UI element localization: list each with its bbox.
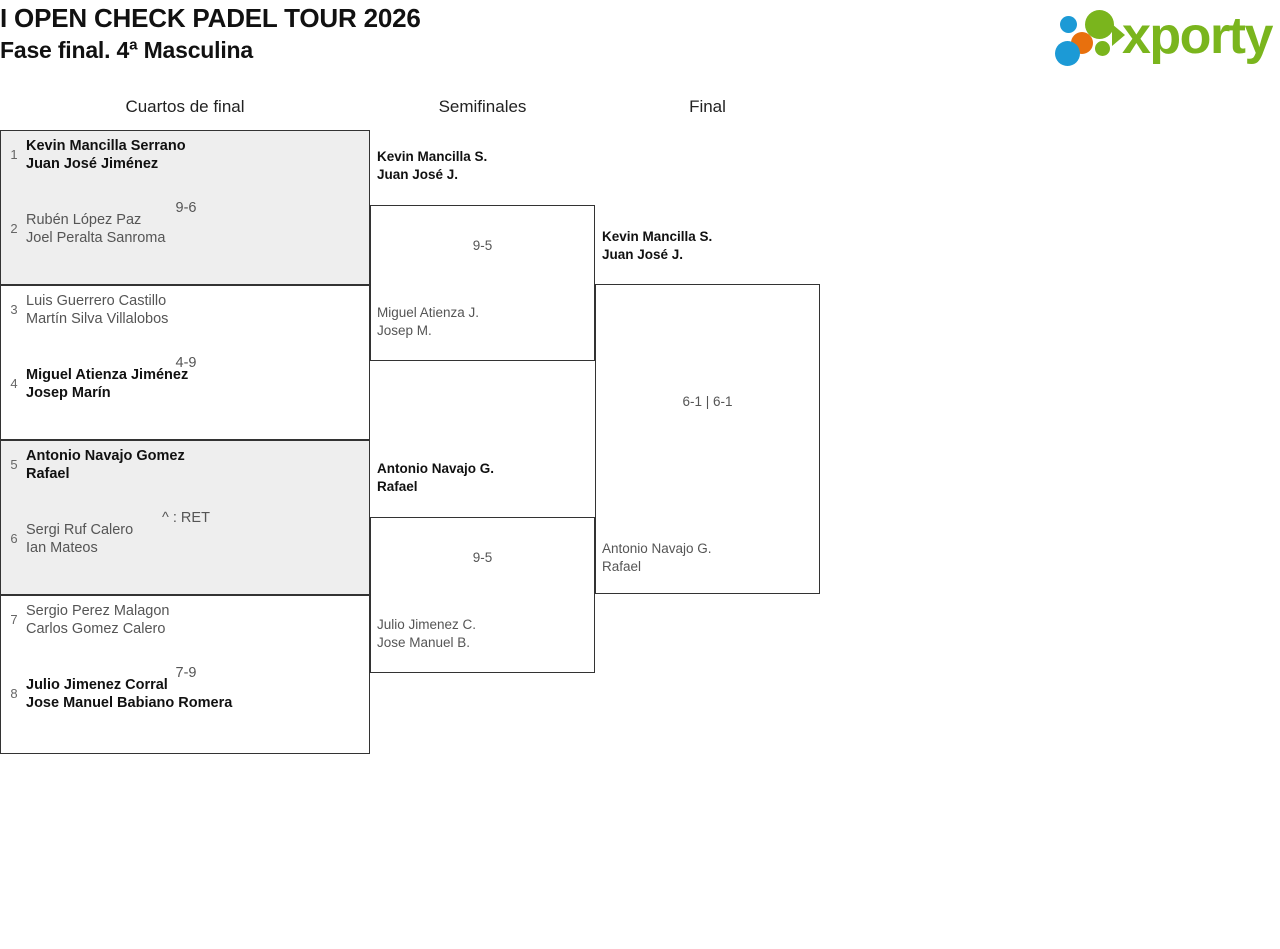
player-name: Ian Mateos <box>26 540 98 556</box>
tournament-title: I OPEN CHECK PADEL TOUR 2026 <box>0 3 421 33</box>
player-name: Miguel Atienza J. <box>377 305 480 320</box>
seed-number: 4 <box>10 376 18 391</box>
player-name: Josep Marín <box>26 385 111 401</box>
match-quarterfinal-3[interactable]: 5 Antonio Navajo Gomez Rafael ^ : RET 6 … <box>0 440 370 595</box>
seed-number: 2 <box>10 221 18 236</box>
player-name: Jose Manuel B. <box>377 635 471 650</box>
player-name: Juan José J. <box>602 247 684 262</box>
match-score: 6-1 | 6-1 <box>682 394 733 409</box>
seed-number: 6 <box>10 531 18 546</box>
seed-number: 3 <box>10 302 18 317</box>
match-semifinal-2[interactable]: Antonio Navajo G. Rafael 9-5 Julio Jimen… <box>370 461 595 673</box>
player-name: Jose Manuel Babiano Romera <box>26 695 233 711</box>
match-quarterfinal-1[interactable]: 1 Kevin Mancilla Serrano Juan José Jimén… <box>0 130 370 285</box>
round-header-final: Final <box>689 97 726 116</box>
match-final[interactable]: Kevin Mancilla S. Juan José J. 6-1 | 6-1… <box>595 229 820 594</box>
player-name: Antonio Navajo G. <box>602 541 712 556</box>
player-name: Joel Peralta Sanroma <box>26 230 166 246</box>
seed-number: 7 <box>10 612 18 627</box>
logo-dot-blue-small <box>1060 16 1077 33</box>
match-score: 4-9 <box>175 355 197 371</box>
match-score: 9-5 <box>472 238 493 253</box>
title-block: I OPEN CHECK PADEL TOUR 2026 Fase final.… <box>0 2 421 66</box>
team-entry[interactable]: Miguel Atienza J. Josep M. <box>377 304 590 340</box>
player-name: Antonio Navajo G. <box>377 461 495 476</box>
logo-wordmark: xporty <box>1122 7 1273 65</box>
match-score: ^ : RET <box>162 510 210 526</box>
xporty-dots-icon <box>1054 10 1116 66</box>
seed-number: 1 <box>10 147 18 162</box>
tournament-subtitle: Fase final. 4ª Masculina <box>0 37 253 63</box>
player-name: Kevin Mancilla S. <box>602 229 713 244</box>
player-name: Juan José J. <box>377 167 459 182</box>
round-header-quarterfinals: Cuartos de final <box>125 97 245 116</box>
team-entry[interactable]: Antonio Navajo G. Rafael <box>377 460 590 496</box>
team-entry[interactable]: Sergi Ruf Calero Ian Mateos <box>26 521 361 557</box>
logo-dot-blue-large <box>1055 41 1080 66</box>
team-entry[interactable]: Miguel Atienza Jiménez Josep Marín <box>26 366 361 402</box>
player-name: Sergi Ruf Calero <box>26 522 134 538</box>
team-entry[interactable]: Antonio Navajo G. Rafael <box>602 540 815 576</box>
team-entry[interactable]: Julio Jimenez C. Jose Manuel B. <box>377 616 590 652</box>
team-entry[interactable]: Rubén López Paz Joel Peralta Sanroma <box>26 211 361 247</box>
player-name: Julio Jimenez C. <box>377 617 477 632</box>
team-entry[interactable]: Antonio Navajo Gomez Rafael <box>26 447 361 483</box>
player-name: Antonio Navajo Gomez <box>26 448 185 464</box>
match-score: 9-5 <box>472 550 493 565</box>
logo-dot-green-small <box>1095 41 1110 56</box>
match-score: 9-6 <box>175 200 197 216</box>
team-entry[interactable]: Kevin Mancilla Serrano Juan José Jiménez <box>26 137 361 173</box>
player-name: Luis Guerrero Castillo <box>26 293 167 309</box>
logo-dot-green-large <box>1085 10 1114 39</box>
player-name: Josep M. <box>377 323 432 338</box>
xporty-logo[interactable]: xporty <box>1046 4 1274 70</box>
player-name: Rafael <box>26 466 70 482</box>
player-name: Carlos Gomez Calero <box>26 621 166 637</box>
logo-chevron-icon <box>1112 24 1125 46</box>
player-name: Miguel Atienza Jiménez <box>26 367 189 383</box>
match-quarterfinal-4[interactable]: 7 Sergio Perez Malagon Carlos Gomez Cale… <box>0 595 370 754</box>
match-semifinal-1[interactable]: Kevin Mancilla S. Juan José J. 9-5 Migue… <box>370 149 595 361</box>
round-header-semifinals: Semifinales <box>438 97 527 116</box>
team-entry[interactable]: Kevin Mancilla S. Juan José J. <box>377 148 590 184</box>
team-entry[interactable]: Luis Guerrero Castillo Martín Silva Vill… <box>26 292 361 328</box>
player-name: Rafael <box>602 559 642 574</box>
player-name: Sergio Perez Malagon <box>26 603 170 619</box>
match-quarterfinal-2[interactable]: 3 Luis Guerrero Castillo Martín Silva Vi… <box>0 285 370 440</box>
player-name: Rubén López Paz <box>26 212 142 228</box>
team-entry[interactable]: Julio Jimenez Corral Jose Manuel Babiano… <box>26 676 361 712</box>
page-header: I OPEN CHECK PADEL TOUR 2026 Fase final.… <box>0 0 1280 88</box>
match-score: 7-9 <box>175 665 197 681</box>
player-name: Kevin Mancilla S. <box>377 149 488 164</box>
player-name: Martín Silva Villalobos <box>26 311 169 327</box>
player-name: Rafael <box>377 479 418 494</box>
team-entry[interactable]: Kevin Mancilla S. Juan José J. <box>602 228 815 264</box>
seed-number: 8 <box>10 686 18 701</box>
seed-number: 5 <box>10 457 18 472</box>
player-name: Juan José Jiménez <box>26 156 159 172</box>
player-name: Julio Jimenez Corral <box>26 677 168 693</box>
player-name: Kevin Mancilla Serrano <box>26 138 186 154</box>
team-entry[interactable]: Sergio Perez Malagon Carlos Gomez Calero <box>26 602 361 638</box>
